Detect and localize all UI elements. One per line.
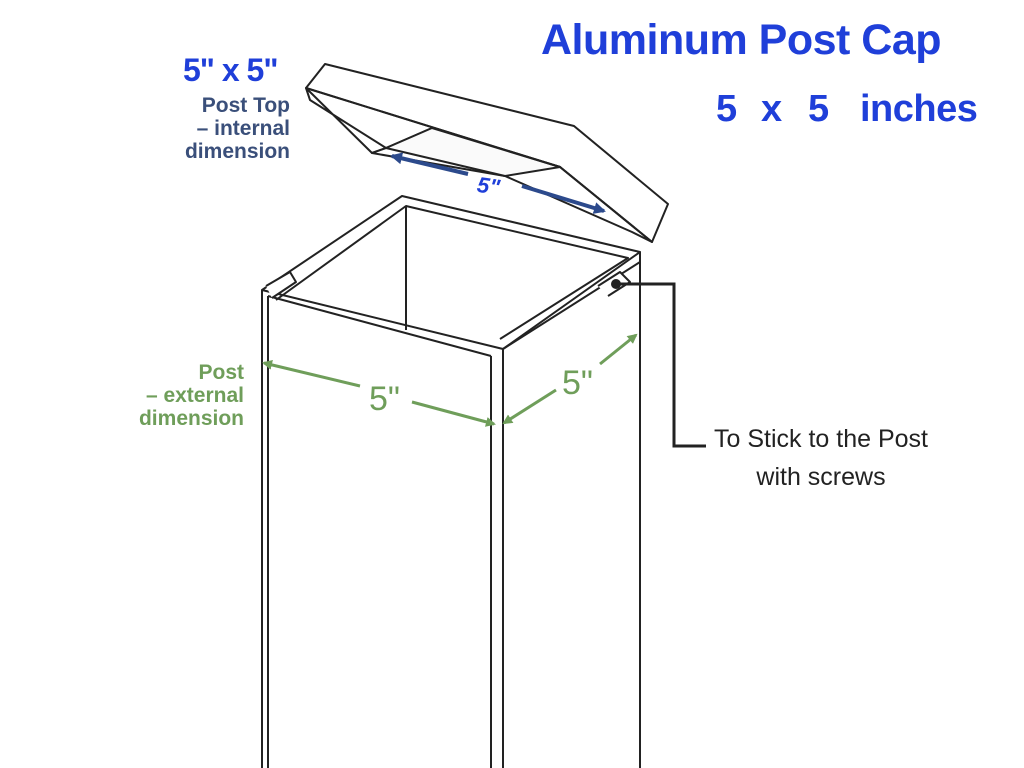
size-unit: inches (860, 88, 978, 130)
front-arrow-right (411, 400, 496, 427)
callout-line: To Stick to the Post (714, 425, 928, 453)
post-front-top (267, 295, 492, 357)
post-rim-outer (261, 195, 641, 350)
post-description: Post – external dimension (139, 361, 244, 430)
callout-line: with screws (756, 463, 886, 491)
cap-description-line: dimension (184, 140, 290, 163)
cap-arrow-right (521, 184, 606, 214)
cap-arrow (390, 152, 469, 176)
cap-dimension-label: 5" x 5" (183, 52, 279, 88)
size-width: 5 (716, 88, 738, 130)
cap-description-line: – internal (196, 117, 290, 140)
size-height: 5 (808, 88, 830, 130)
post-description-line: Post (198, 361, 244, 384)
page-title: Aluminum Post Cap (541, 16, 942, 64)
cap-description-line: Post Top (201, 94, 290, 117)
post-front-width-label: 5" (369, 380, 400, 418)
screw-callout: To Stick to the Post with screws (714, 420, 928, 496)
front-arrow-left (262, 360, 361, 388)
side-arrow-left (502, 388, 557, 425)
post-cap (305, 63, 669, 243)
screw-tab-left (265, 271, 297, 299)
cap-rim-edge (305, 87, 653, 243)
post-description-line: – external (145, 384, 244, 407)
cap-description: Post Top – internal dimension (185, 94, 290, 163)
side-arrow-right (599, 333, 638, 366)
post-rim-inner (275, 205, 629, 340)
size-separator: x (761, 88, 783, 130)
post-side-width-label: 5" (562, 364, 593, 402)
post-body (261, 195, 641, 768)
callout-leader (620, 282, 706, 448)
post-description-line: dimension (138, 407, 244, 430)
screw-point (611, 279, 621, 289)
cap-arrow-label: 5" (475, 172, 502, 200)
